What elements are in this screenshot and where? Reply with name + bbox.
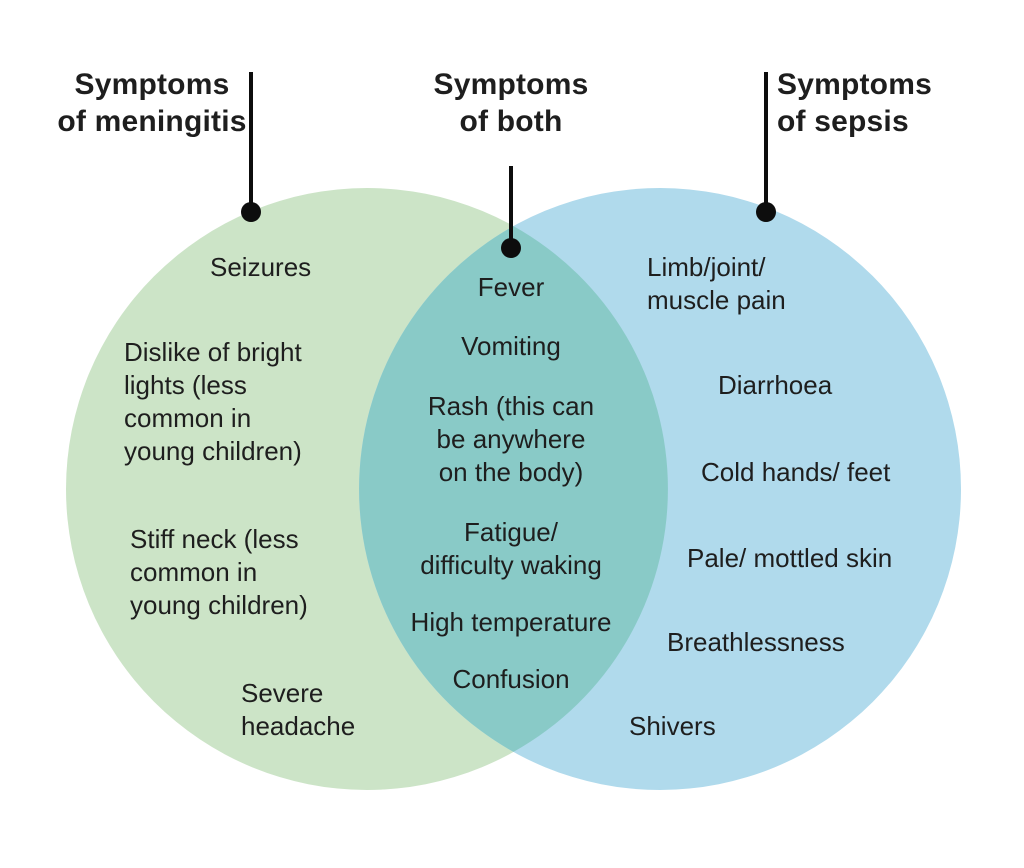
symptom-rash: Rash (this can be anywhere on the body) <box>427 391 595 487</box>
header-both: Symptoms of both <box>433 68 589 138</box>
symptom-severe-headache: Severe headache <box>241 678 356 741</box>
symptom-dislike-bright-lights: Dislike of bright lights (less common in… <box>124 337 302 466</box>
symptom-breathlessness: Breathlessness <box>667 627 845 657</box>
symptom-pale-mottled-skin: Pale/ mottled skin <box>687 543 893 573</box>
both-pointer-dot <box>501 238 521 258</box>
symptom-cold-hands-feet: Cold hands/ feet <box>701 457 891 487</box>
sepsis-pointer-dot <box>756 202 776 222</box>
header-sepsis: Symptoms of sepsis <box>777 68 932 138</box>
header-meningitis: Symptoms of meningitis <box>57 68 247 138</box>
symptom-diarrhoea: Diarrhoea <box>718 370 833 400</box>
overlap-region <box>359 226 668 752</box>
symptom-fever: Fever <box>477 272 545 302</box>
symptom-vomiting: Vomiting <box>461 331 561 361</box>
meningitis-pointer-dot <box>241 202 261 222</box>
symptom-seizures: Seizures <box>210 252 312 282</box>
symptom-limb-joint-muscle-pain: Limb/joint/ muscle pain <box>647 252 786 315</box>
symptom-stiff-neck: Stiff neck (less common in young childre… <box>130 524 308 620</box>
symptom-confusion: Confusion <box>452 664 570 694</box>
symptom-fatigue-difficulty-waking: Fatigue/ difficulty waking <box>420 517 602 580</box>
symptom-shivers: Shivers <box>629 711 716 741</box>
symptom-high-temperature: High temperature <box>410 607 612 637</box>
